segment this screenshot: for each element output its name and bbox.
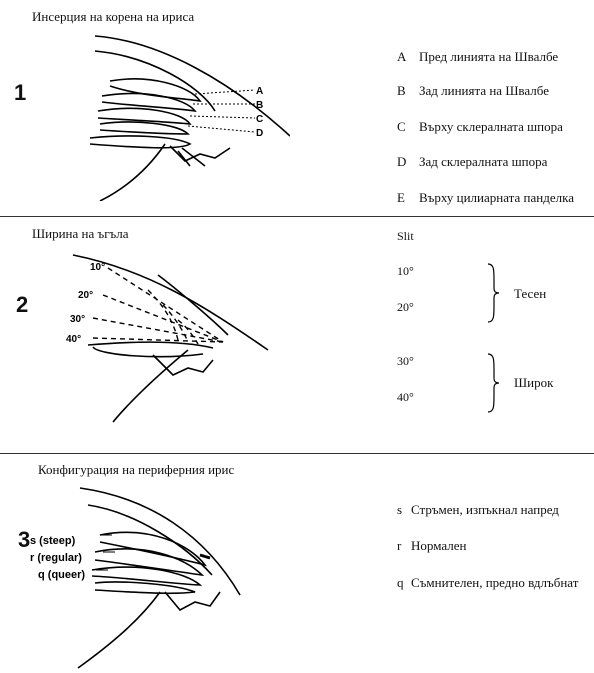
item-q-text: Съмнителен, предно вдлъбнат bbox=[411, 575, 578, 590]
narrow-value-10: 10° bbox=[397, 264, 414, 279]
item-C-text: Върху склералната шпора bbox=[419, 119, 563, 134]
item-C-letter: C bbox=[397, 119, 419, 135]
item-r-letter: r bbox=[397, 538, 411, 554]
item-s-text: Стръмен, изпъкнал напред bbox=[411, 502, 559, 517]
item-B-letter: B bbox=[397, 83, 419, 99]
item-A-text: Пред линията на Швалбе bbox=[419, 49, 558, 64]
narrow-value-20: 20° bbox=[397, 300, 414, 315]
iris-insertion-diagram: A B C D bbox=[90, 26, 290, 201]
angle-width-diagram: 10° 20° 30° 40° bbox=[38, 250, 298, 425]
section-divider-1 bbox=[0, 216, 594, 217]
item-s-letter: s bbox=[397, 502, 411, 518]
label-A: A bbox=[256, 86, 263, 97]
label-C: C bbox=[256, 114, 263, 125]
label-D: D bbox=[256, 128, 263, 139]
angle-20-label: 20° bbox=[78, 290, 93, 301]
wide-label: Широк bbox=[514, 375, 553, 391]
item-A-letter: A bbox=[397, 49, 419, 65]
item-r-text: Нормален bbox=[411, 538, 466, 553]
section3-title: Конфигурация на периферния ирис bbox=[38, 462, 234, 478]
section1-number: 1 bbox=[14, 80, 26, 106]
item-E-letter: E bbox=[397, 190, 419, 206]
slit-label: Slit bbox=[397, 229, 414, 244]
wide-value-30: 30° bbox=[397, 354, 414, 369]
narrow-label: Тесен bbox=[514, 286, 546, 302]
label-r-regular: r (regular) bbox=[30, 552, 82, 564]
section2-title: Ширина на ъгъла bbox=[32, 226, 129, 242]
label-q-queer: q (queer) bbox=[38, 569, 85, 581]
angle-30-label: 30° bbox=[70, 314, 85, 325]
angle-10-label: 10° bbox=[90, 262, 105, 273]
wide-brace bbox=[486, 352, 500, 414]
section1-title: Инсерция на корена на ириса bbox=[32, 9, 194, 25]
item-E-text: Върху цилиарната панделка bbox=[419, 190, 574, 205]
label-s-steep: s (steep) bbox=[30, 535, 76, 547]
narrow-brace bbox=[486, 262, 500, 324]
section-divider-2 bbox=[0, 453, 594, 454]
item-D-letter: D bbox=[397, 154, 419, 170]
section2-number: 2 bbox=[16, 292, 28, 318]
item-B-text: Зад линията на Швалбе bbox=[419, 83, 549, 98]
item-D-text: Зад склералната шпора bbox=[419, 154, 547, 169]
item-q-letter: q bbox=[397, 575, 411, 591]
iris-configuration-diagram: s (steep) r (regular) q (queer) bbox=[0, 480, 260, 670]
label-B: B bbox=[256, 100, 263, 111]
wide-value-40: 40° bbox=[397, 390, 414, 405]
angle-40-label: 40° bbox=[66, 334, 81, 345]
